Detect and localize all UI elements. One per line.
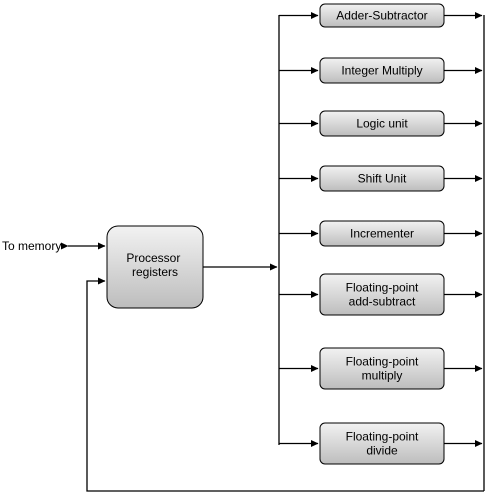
shift-unit-label-line-1: Shift Unit [358,172,407,186]
processor-registers-label: Processor registers [126,251,183,279]
shift-unit-label: Shift Unit [358,172,407,186]
fp-add-subtract-label-line-2: add-subtract [349,295,416,309]
adder-subtractor-label-line-1: Adder-Subtractor [336,9,427,23]
processor-label-line-2: registers [132,265,178,279]
incrementer-label: Incrementer [350,227,414,241]
processor-label-line-1: Processor [126,251,180,265]
integer-multiply-label: Integer Multiply [341,64,422,78]
logic-unit-label: Logic unit [356,117,408,131]
unit-shift-unit: Shift Unit [279,165,483,192]
logic-unit-label-line-1: Logic unit [356,117,408,131]
fp-multiply-label-line-2: multiply [362,369,403,383]
to-memory-label: To memory [2,239,61,253]
integer-multiply-label-line-1: Integer Multiply [341,64,422,78]
incrementer-label-line-1: Incrementer [350,227,414,241]
adder-subtractor-label: Adder-Subtractor [336,9,427,23]
fp-divide-label-line-1: Floating-point [346,430,419,444]
fp-divide-label-line-2: divide [366,444,398,458]
fp-multiply-label-line-1: Floating-point [346,355,419,369]
unit-incrementer: Incrementer [279,220,483,247]
unit-adder-subtractor: Adder-Subtractor [279,3,483,28]
fp-add-subtract-label-line-1: Floating-point [346,281,419,295]
feedback-path-arrow [86,277,484,492]
unit-integer-multiply: Integer Multiply [279,57,483,84]
unit-logic-unit: Logic unit [279,110,483,137]
processor-registers-block: Processor registers [106,225,204,309]
